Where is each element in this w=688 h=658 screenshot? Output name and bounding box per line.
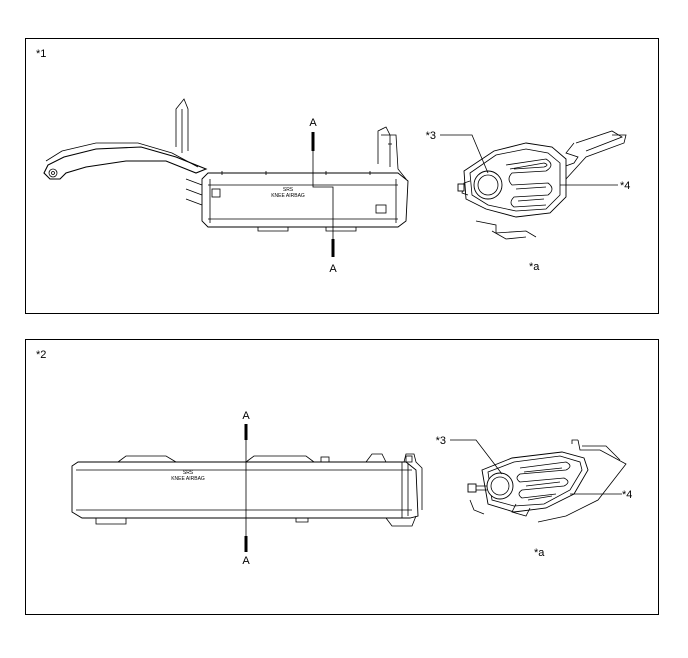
cross-section-view-2: *3 *4 *a <box>436 435 633 559</box>
panel-2-id: *2 <box>36 349 47 361</box>
section-mark-top: A <box>309 117 317 129</box>
airbag-text-line2-2: KNEE AIRBAG <box>171 476 205 482</box>
panel-2: *2 SRS KNEE AIRBAG <box>25 339 659 615</box>
panel-1-illustration: SRS KNEE AIRBAG A A <box>43 98 631 275</box>
panel-1: *1 SRS <box>25 38 659 314</box>
panel-2-illustration: SRS KNEE AIRBAG A A <box>71 410 633 567</box>
section-mark-bottom-2: A <box>242 555 250 567</box>
cross-section-view-1: *3 *4 *a <box>426 130 631 273</box>
section-mark-bottom: A <box>329 263 337 275</box>
callout-3-2: *3 <box>436 435 446 447</box>
airbag-text-line1: SRS <box>283 187 294 193</box>
view-label-a-2: *a <box>534 547 545 559</box>
section-line-a-2: A A <box>242 410 250 567</box>
callout-3: *3 <box>426 130 436 142</box>
section-line-a-1: A A <box>309 117 337 275</box>
view-label-a: *a <box>529 261 540 273</box>
callout-4-2: *4 <box>622 489 632 501</box>
callout-4: *4 <box>620 180 630 192</box>
airbag-text-line1-2: SRS <box>183 470 194 476</box>
panel-1-id: *1 <box>36 48 47 60</box>
airbag-text-line2: KNEE AIRBAG <box>271 193 305 199</box>
knee-airbag-assembly-1: SRS KNEE AIRBAG <box>43 98 409 232</box>
knee-airbag-module-2: SRS KNEE AIRBAG <box>71 453 423 527</box>
section-mark-top-2: A <box>242 410 250 422</box>
